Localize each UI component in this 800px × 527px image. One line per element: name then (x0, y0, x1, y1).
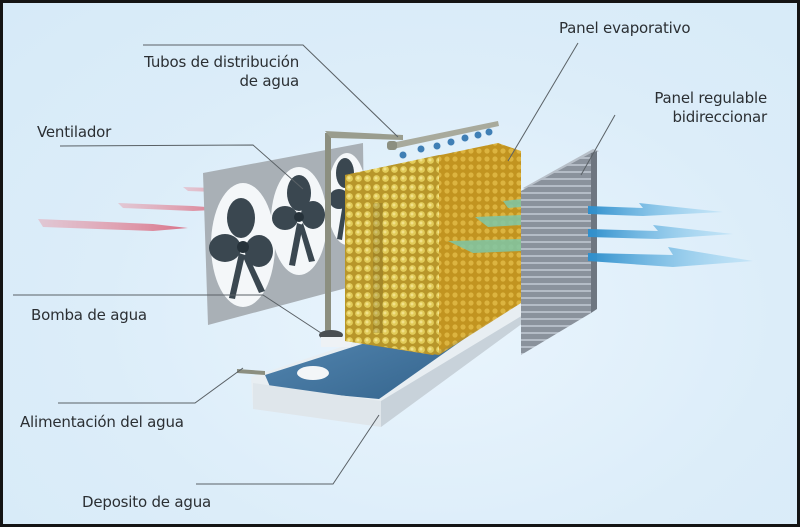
label-panel-evaporativo: Panel evaporativo (559, 19, 691, 37)
leader-lines (13, 42, 616, 485)
inlet-pipe (237, 369, 265, 375)
label-ventilador: Ventilador (37, 123, 112, 141)
louver-panel (521, 149, 599, 355)
label-deposito: Deposito de agua (82, 493, 212, 511)
label-tubos: Tubos de distribución de agua (103, 53, 299, 91)
label-tubos-line2: de agua (239, 72, 299, 90)
cooled-air-in-pad (448, 199, 521, 253)
cool-air-arrows (588, 203, 753, 267)
honeycomb-pad (345, 143, 521, 355)
label-panel-regulable-line1: Panel regulable (654, 89, 767, 107)
label-bomba: Bomba de agua (31, 306, 147, 324)
cooler-illustration (13, 42, 753, 485)
label-panel-regulable-line2: bidireccionar (672, 108, 767, 126)
label-panel-regulable: Panel regulable bidireccionar (603, 89, 767, 127)
label-tubos-line1: Tubos de distribución (144, 53, 299, 71)
fan-icon (209, 183, 275, 307)
fan-icon (271, 167, 327, 275)
label-alimentacion: Alimentación del agua (20, 413, 184, 431)
fan-panel (203, 143, 367, 325)
